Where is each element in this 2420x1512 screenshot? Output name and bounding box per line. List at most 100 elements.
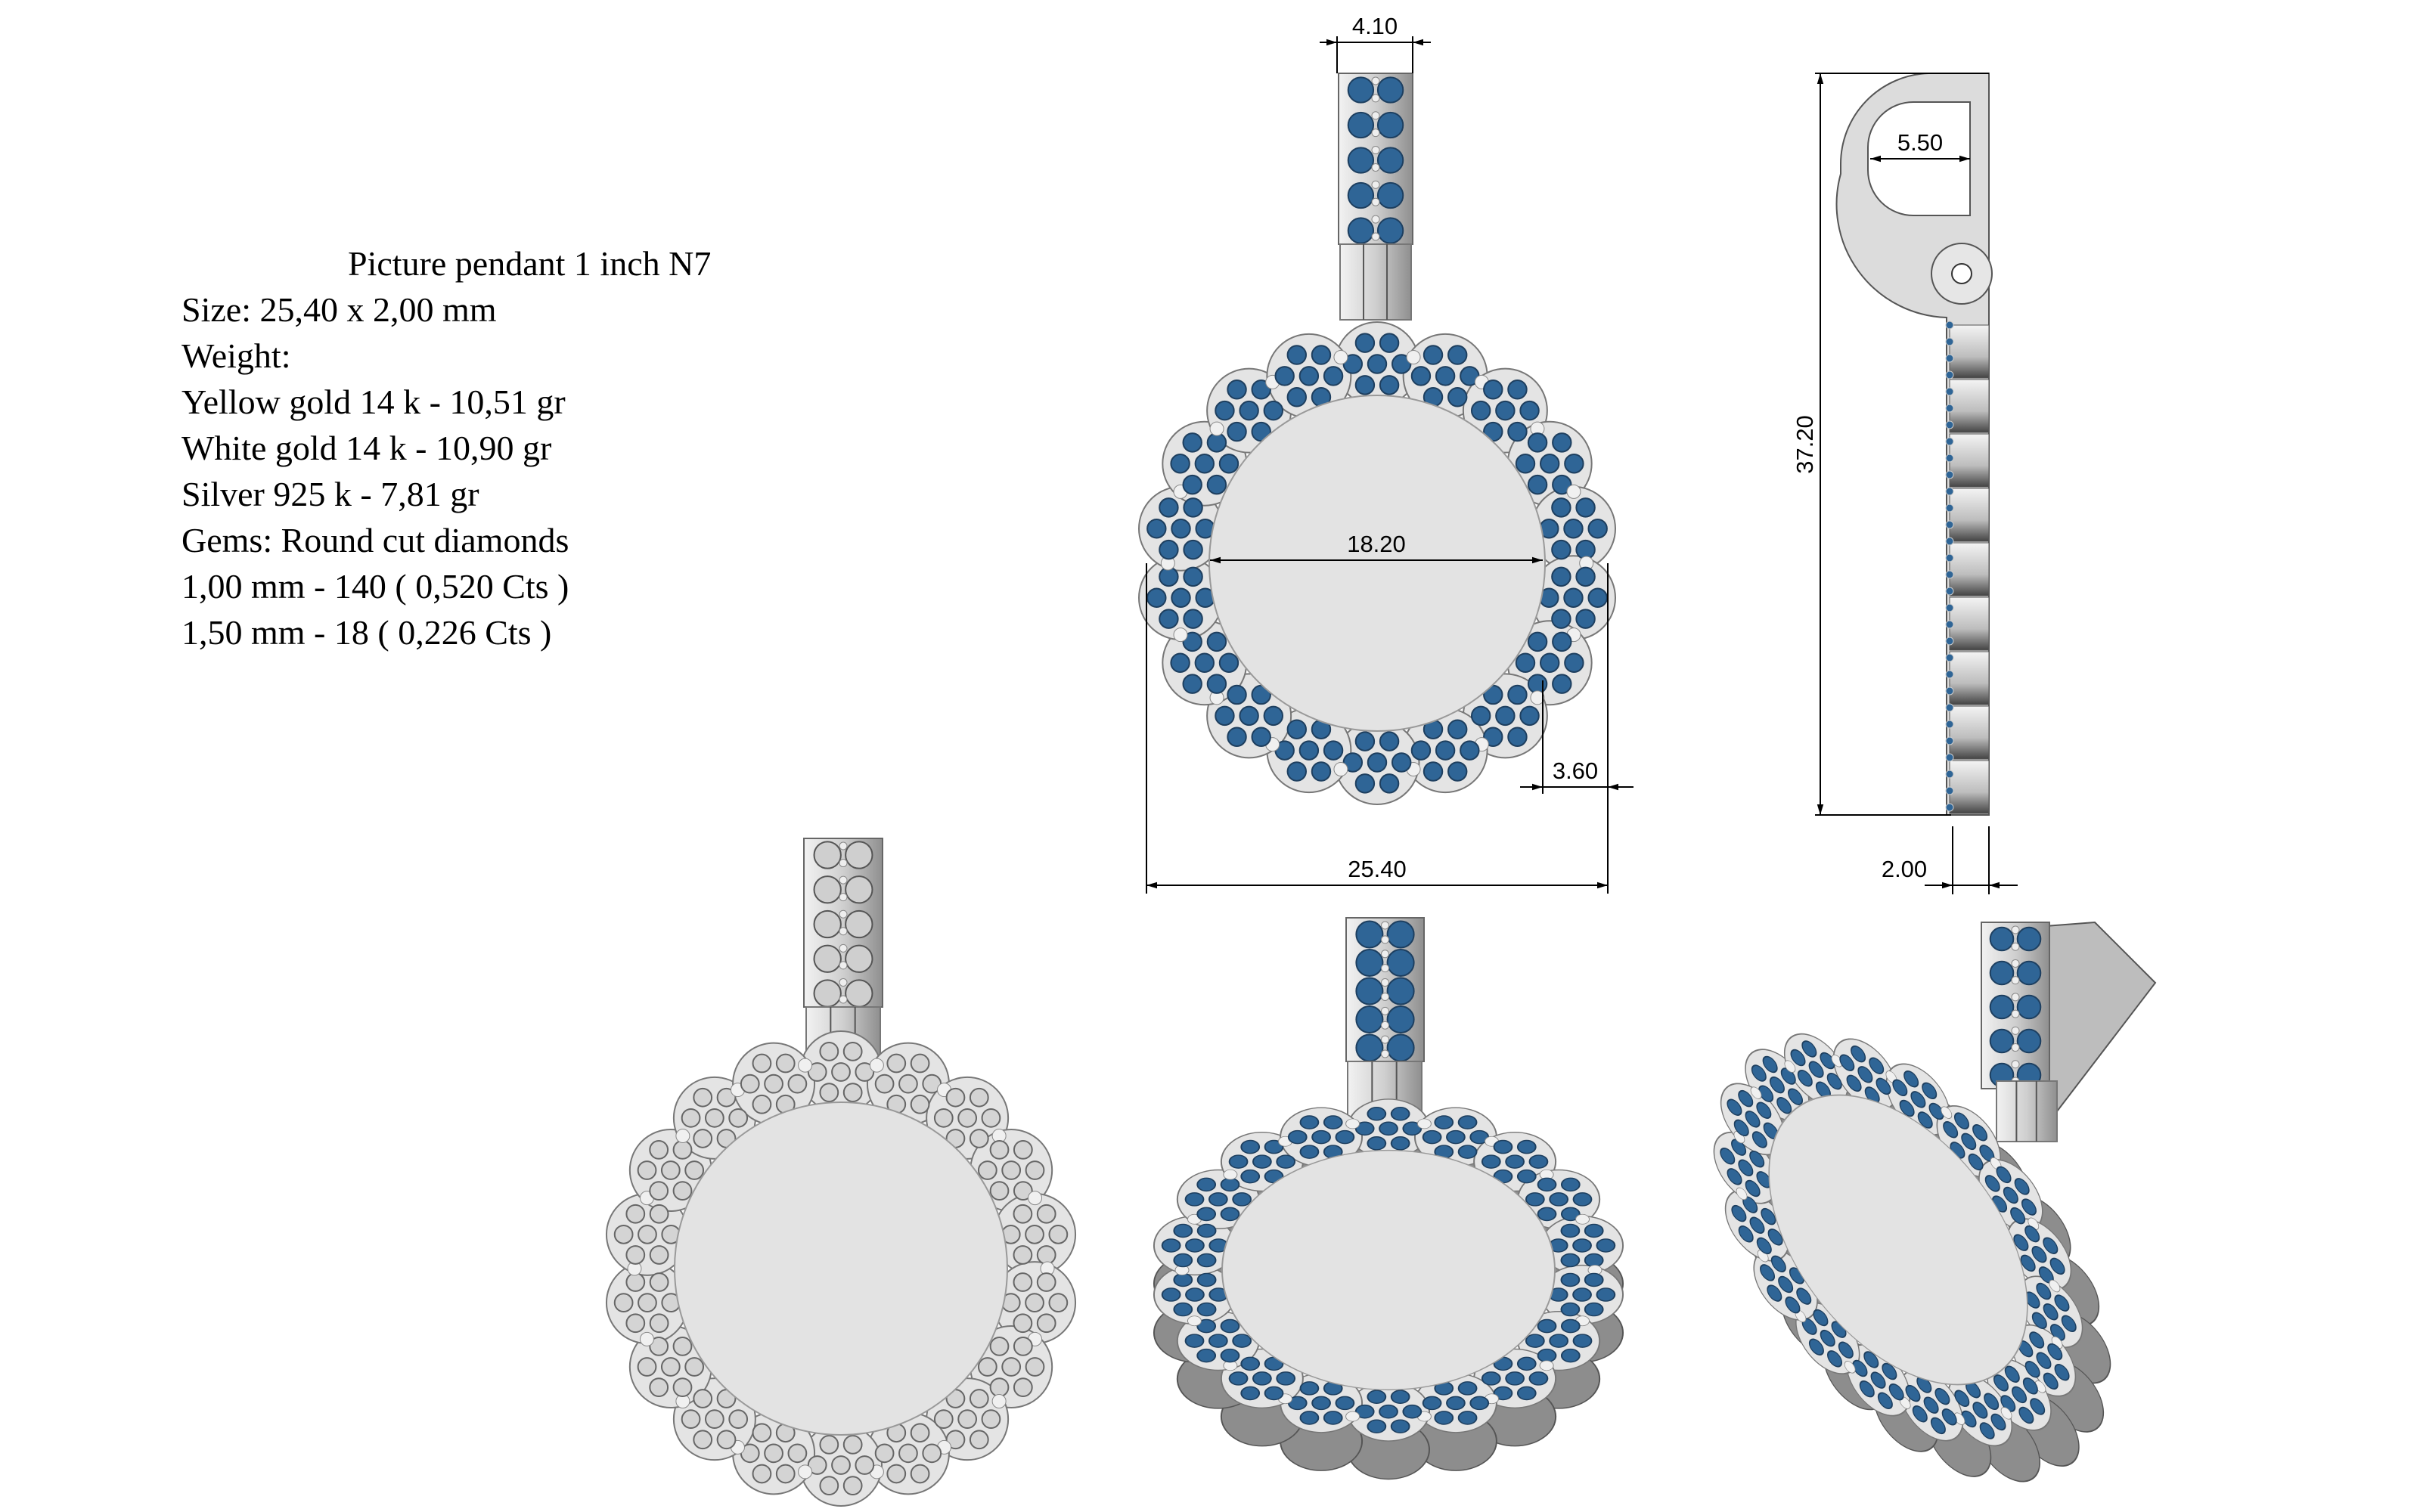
gem — [1877, 1392, 1893, 1409]
gem — [1206, 432, 1227, 453]
side-segment — [1949, 433, 1990, 488]
gem — [1379, 375, 1400, 395]
gem — [1354, 375, 1376, 395]
gem — [1760, 1264, 1776, 1281]
gem — [1797, 1069, 1813, 1087]
gem — [1731, 1139, 1747, 1156]
gem — [638, 1224, 657, 1244]
gem — [693, 1129, 713, 1148]
gem — [1984, 1175, 2000, 1192]
gem — [1767, 1228, 1783, 1246]
gem — [638, 1293, 657, 1313]
gem — [1299, 1411, 1320, 1425]
gem — [1196, 1318, 1217, 1334]
gem — [693, 1087, 713, 1108]
gem — [1220, 1348, 1240, 1363]
gem — [1220, 1318, 1240, 1334]
gem — [1227, 727, 1247, 747]
gem — [2054, 1364, 2070, 1381]
gem — [1769, 1076, 1785, 1094]
gem — [752, 1464, 772, 1484]
gem — [1367, 1419, 1387, 1434]
gem — [637, 1160, 657, 1180]
gem — [1910, 1091, 1926, 1108]
gem — [807, 1455, 827, 1475]
gem — [1519, 705, 1540, 727]
gem — [1922, 1082, 1938, 1100]
gem — [1276, 1154, 1296, 1169]
gem — [1379, 333, 1400, 353]
gem — [1972, 1402, 1988, 1419]
gem — [1194, 652, 1215, 673]
gem — [1423, 761, 1444, 782]
gem — [1470, 400, 1491, 421]
gem — [1013, 1245, 1033, 1265]
gem — [2013, 1234, 2029, 1251]
gem — [1311, 1396, 1331, 1411]
gem — [1507, 380, 1528, 400]
gem — [1379, 731, 1400, 751]
gem — [977, 1160, 997, 1180]
gem — [1961, 1132, 1977, 1151]
gem — [1733, 1119, 1749, 1137]
dim-bail-width: 4.10 — [1352, 13, 1398, 39]
spec-text-block: Picture pendant 1 inch N7 Size: 25,40 x … — [182, 240, 711, 655]
gem — [1208, 1192, 1228, 1207]
bail-gem — [2016, 926, 2042, 952]
gem — [1286, 719, 1307, 739]
spec-gems-1-5mm: 1,50 mm - 18 ( 0,226 Cts ) — [182, 613, 552, 652]
gem — [1846, 1074, 1862, 1092]
gem — [1770, 1255, 1786, 1273]
gem — [1379, 773, 1400, 794]
gem — [1215, 705, 1235, 727]
gem — [1170, 454, 1190, 474]
gem — [1354, 333, 1376, 353]
bail-gem — [1355, 977, 1384, 1005]
gem — [1928, 1102, 1944, 1120]
gem — [1808, 1338, 1824, 1356]
gem — [2043, 1237, 2059, 1254]
gem — [1182, 432, 1202, 453]
gem — [1354, 773, 1376, 794]
gem — [1206, 631, 1227, 652]
gem — [831, 1455, 851, 1475]
gem — [1367, 1106, 1387, 1121]
gem — [1013, 1377, 1033, 1398]
gem — [2036, 1282, 2052, 1300]
gem — [1892, 1079, 1908, 1097]
gem — [1036, 1272, 1056, 1292]
gem — [1572, 1334, 1593, 1348]
gem — [1584, 1253, 1604, 1268]
gem — [2012, 1386, 2028, 1404]
gem — [1367, 1390, 1387, 1404]
gem — [1539, 652, 1560, 673]
gem — [842, 1083, 863, 1103]
gem — [886, 1464, 907, 1484]
gem — [1036, 1313, 1056, 1334]
gem — [1537, 1318, 1557, 1334]
gem — [1185, 1238, 1205, 1253]
gem — [684, 1357, 705, 1377]
gem — [764, 1443, 783, 1464]
gem — [1173, 1223, 1193, 1238]
gem — [1311, 1129, 1331, 1145]
bail-gem — [845, 841, 873, 869]
gem — [1527, 474, 1548, 495]
side-segment — [1949, 596, 1990, 651]
gem — [977, 1357, 997, 1377]
gem — [855, 1455, 875, 1475]
gem — [1379, 1404, 1398, 1419]
gem — [728, 1409, 749, 1430]
gem — [2021, 1198, 2037, 1216]
gem — [1354, 1121, 1375, 1136]
gem — [1447, 761, 1468, 782]
gem — [1196, 1348, 1217, 1363]
gem — [910, 1053, 930, 1074]
gem — [1206, 474, 1227, 495]
gem — [1460, 740, 1480, 761]
gem — [1525, 1192, 1545, 1207]
gem — [613, 1224, 634, 1244]
gem — [1447, 345, 1468, 365]
gem — [1727, 1098, 1742, 1116]
bail-gem — [813, 944, 842, 973]
